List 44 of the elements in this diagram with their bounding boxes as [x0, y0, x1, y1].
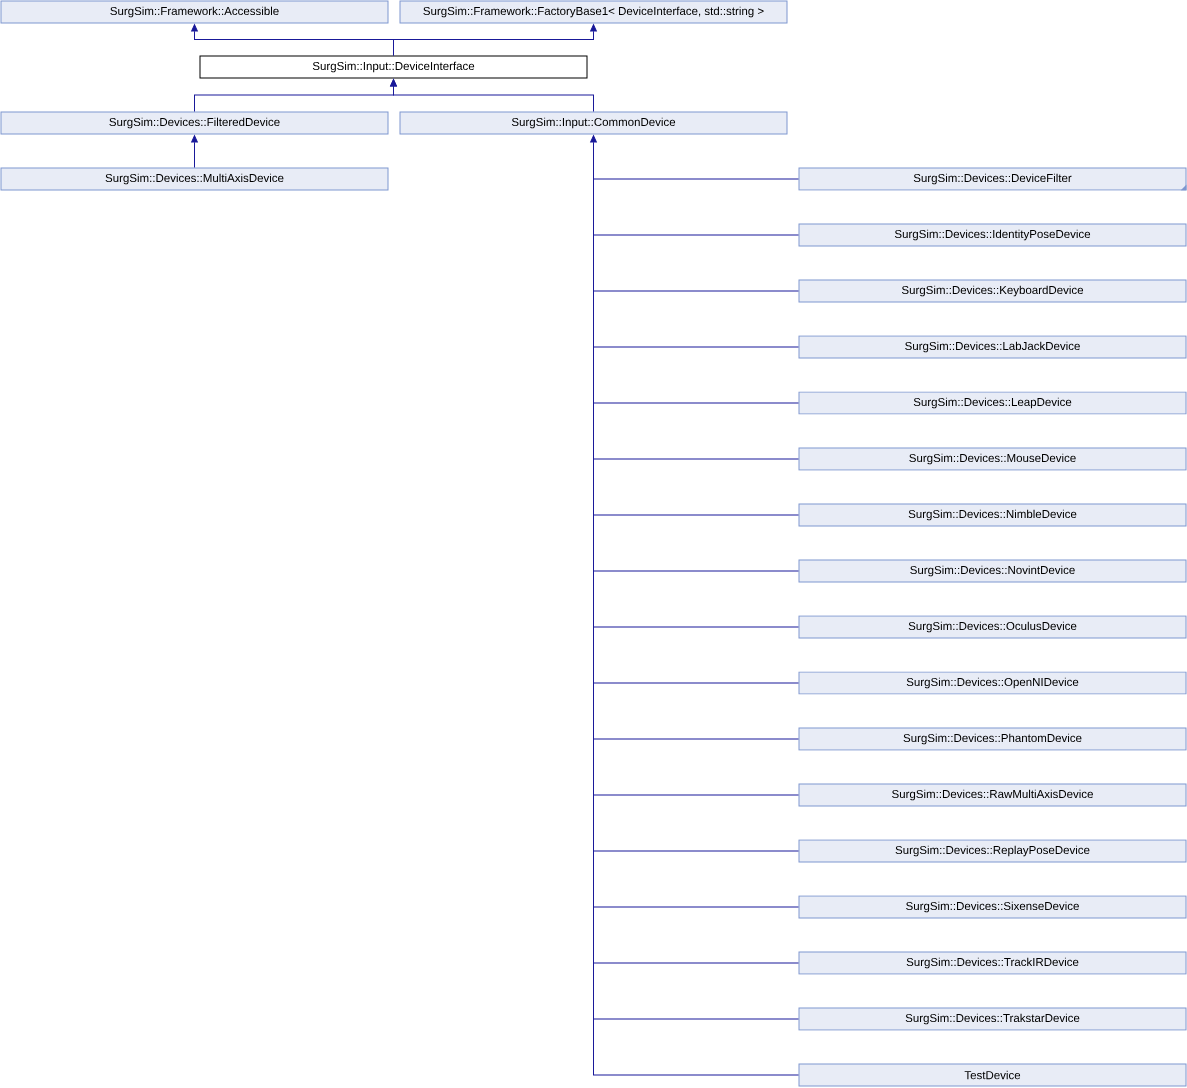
- class-box: SurgSim::Devices::OculusDevice: [798, 615, 1187, 639]
- class-box: SurgSim::Devices::NimbleDevice: [798, 503, 1187, 527]
- class-box: SurgSim::Devices::TrackIRDevice: [798, 951, 1187, 975]
- class-box: SurgSim::Devices::KeyboardDevice: [798, 279, 1187, 303]
- branch-line: [592, 402, 799, 404]
- class-box: SurgSim::Devices::ReplayPoseDevice: [798, 839, 1187, 863]
- class-box: SurgSim::Devices::PhantomDevice: [798, 727, 1187, 751]
- branch-line: [592, 458, 799, 460]
- arrow: [390, 79, 594, 112]
- branch-line: [592, 1018, 799, 1020]
- class-box: SurgSim::Devices::NovintDevice: [798, 559, 1187, 583]
- arrow: [191, 135, 198, 168]
- branch-line: [592, 234, 799, 236]
- arrow: [590, 135, 597, 1076]
- branch-line: [592, 794, 799, 796]
- class-box: SurgSim::Framework::FactoryBase1< DeviceInterface, std::string >: [399, 0, 788, 24]
- class-box: SurgSim::Framework::Accessible: [0, 0, 389, 24]
- class-box: SurgSim::Devices::OpenNIDevice: [798, 671, 1187, 695]
- class-box: TestDevice: [798, 1063, 1187, 1087]
- branch-line: [592, 290, 799, 292]
- branch-line: [592, 1074, 799, 1076]
- branch-line: [592, 682, 799, 684]
- branch-line: [592, 178, 799, 180]
- class-box: SurgSim::Input::CommonDevice: [399, 111, 788, 135]
- class-box: SurgSim::Devices::IdentityPoseDevice: [798, 223, 1187, 247]
- branch-line: [592, 738, 799, 740]
- arrow: [393, 24, 597, 56]
- class-box: SurgSim::Devices::TrakstarDevice: [798, 1007, 1187, 1031]
- class-box: SurgSim::Devices::RawMultiAxisDevice: [798, 783, 1187, 807]
- branch-line: [592, 570, 799, 572]
- class-box: SurgSim::Devices::DeviceFilter: [798, 167, 1187, 191]
- branch-line: [592, 906, 799, 908]
- class-box: SurgSim::Devices::LeapDevice: [798, 391, 1187, 415]
- branch-line: [592, 346, 799, 348]
- class-box: SurgSim::Devices::SixenseDevice: [798, 895, 1187, 919]
- class-box: SurgSim::Input::DeviceInterface: [199, 55, 588, 79]
- class-box: SurgSim::Devices::FilteredDevice: [0, 111, 389, 135]
- branch-line: [592, 962, 799, 964]
- branch-line: [592, 514, 799, 516]
- class-box: SurgSim::Devices::MultiAxisDevice: [0, 167, 389, 191]
- branch-line: [592, 626, 799, 628]
- class-box: SurgSim::Devices::MouseDevice: [798, 447, 1187, 471]
- class-box: SurgSim::Devices::LabJackDevice: [798, 335, 1187, 359]
- branch-line: [592, 850, 799, 852]
